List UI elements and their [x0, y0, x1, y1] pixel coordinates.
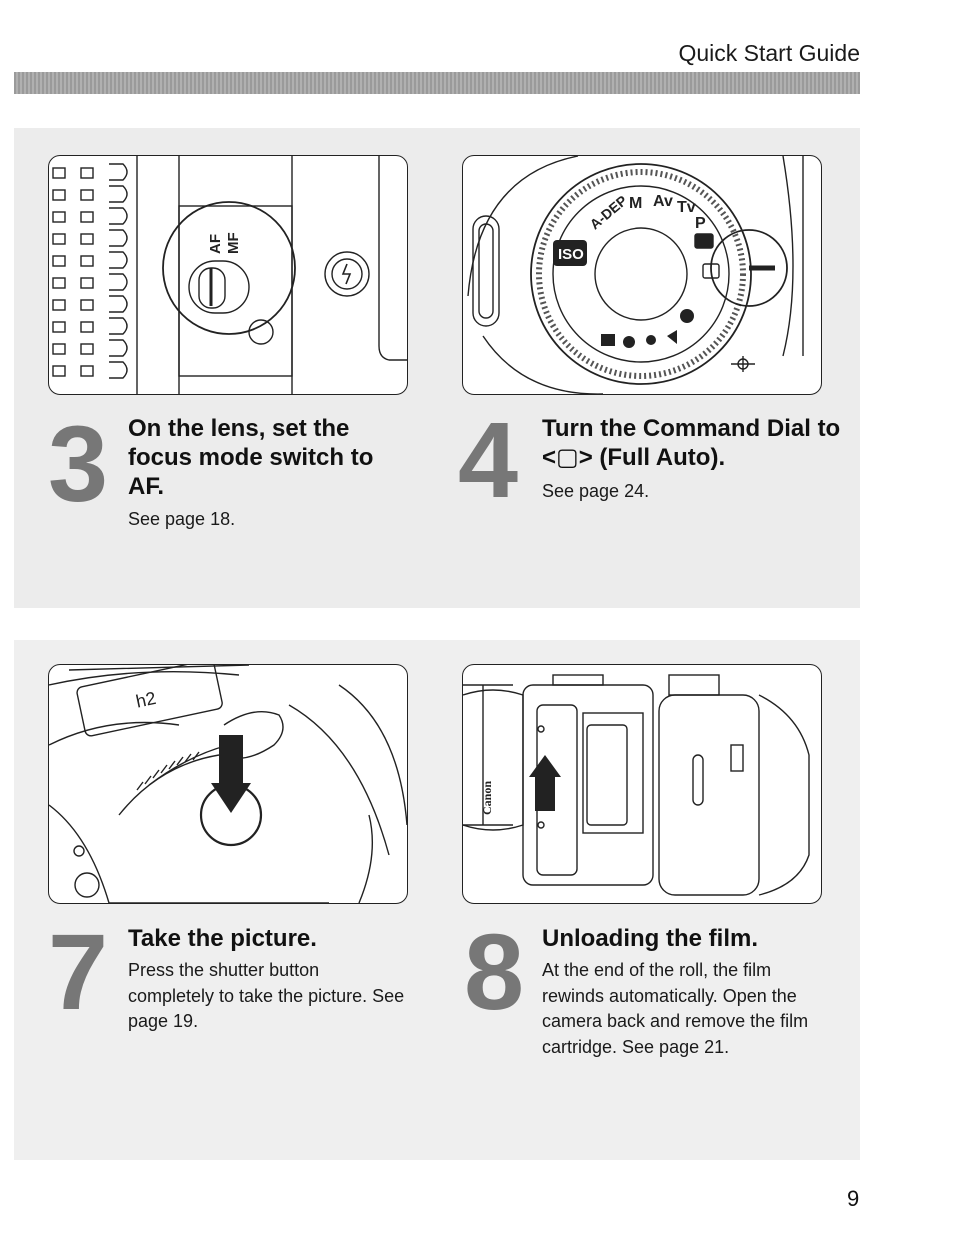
- step-3-heading: On the lens, set the focus mode switch t…: [128, 415, 374, 500]
- dial-center: [594, 227, 688, 321]
- header-title: Quick Start Guide: [678, 40, 860, 66]
- dial-label-iso: ISO: [558, 246, 584, 263]
- flash-sync-icon: [324, 251, 370, 297]
- dial-label-tv: Tv: [677, 199, 696, 216]
- command-dial-illustration: ISO A-DEP M Av Tv P: [462, 155, 822, 395]
- command-wheel-ridges: [136, 751, 200, 791]
- switch-label-mf: MF: [225, 232, 242, 254]
- step-7-heading: Take the picture.: [128, 925, 317, 952]
- step-4-number: 4: [458, 399, 519, 520]
- camera-back-door: [658, 694, 760, 896]
- step-8-number: 8: [464, 911, 525, 1032]
- lcd-panel: [76, 665, 223, 737]
- step-8-heading: Unloading the film.: [542, 925, 758, 952]
- step-7-body: Press the shutter button completely to t…: [128, 960, 405, 1031]
- dial-label-adep: A-DEP: [586, 192, 630, 232]
- header-bar: [14, 72, 860, 94]
- step-3-body: See page 18.: [128, 509, 236, 529]
- step-8-body: At the end of the roll, the film rewinds…: [542, 960, 809, 1057]
- lcd-readout: h2: [134, 688, 158, 712]
- step-3-number: 3: [48, 403, 109, 524]
- dial-label-av: Av: [653, 193, 673, 210]
- film-unloading-illustration: Canon: [462, 664, 822, 904]
- brand-label: Canon: [480, 781, 494, 815]
- shutter-button-illustration: h2: [48, 664, 408, 904]
- switch-label-af: AF: [207, 234, 224, 254]
- dial-outer-ring: [530, 163, 752, 385]
- page-number: 9: [847, 1186, 860, 1211]
- dial-label-m: M: [629, 195, 642, 212]
- lens-grip-ridges: [52, 163, 128, 379]
- step-4-body: See page 24.: [542, 481, 650, 501]
- dial-label-p: P: [695, 215, 706, 232]
- lens-focus-switch-illustration: AF MF: [48, 155, 408, 395]
- film-cartridge: [586, 724, 628, 826]
- scene-mode-icons: [601, 309, 694, 348]
- step-7-number: 7: [48, 911, 109, 1032]
- dial-magnifier: [710, 229, 788, 307]
- iso-label-box: [553, 240, 587, 266]
- step-4-heading: Turn the Command Dial to <▢> (Full Auto)…: [542, 415, 841, 471]
- magnified-switch-circle: [162, 201, 296, 335]
- slide-up-arrow-icon: [529, 755, 561, 777]
- press-arrow-icon: [211, 783, 251, 813]
